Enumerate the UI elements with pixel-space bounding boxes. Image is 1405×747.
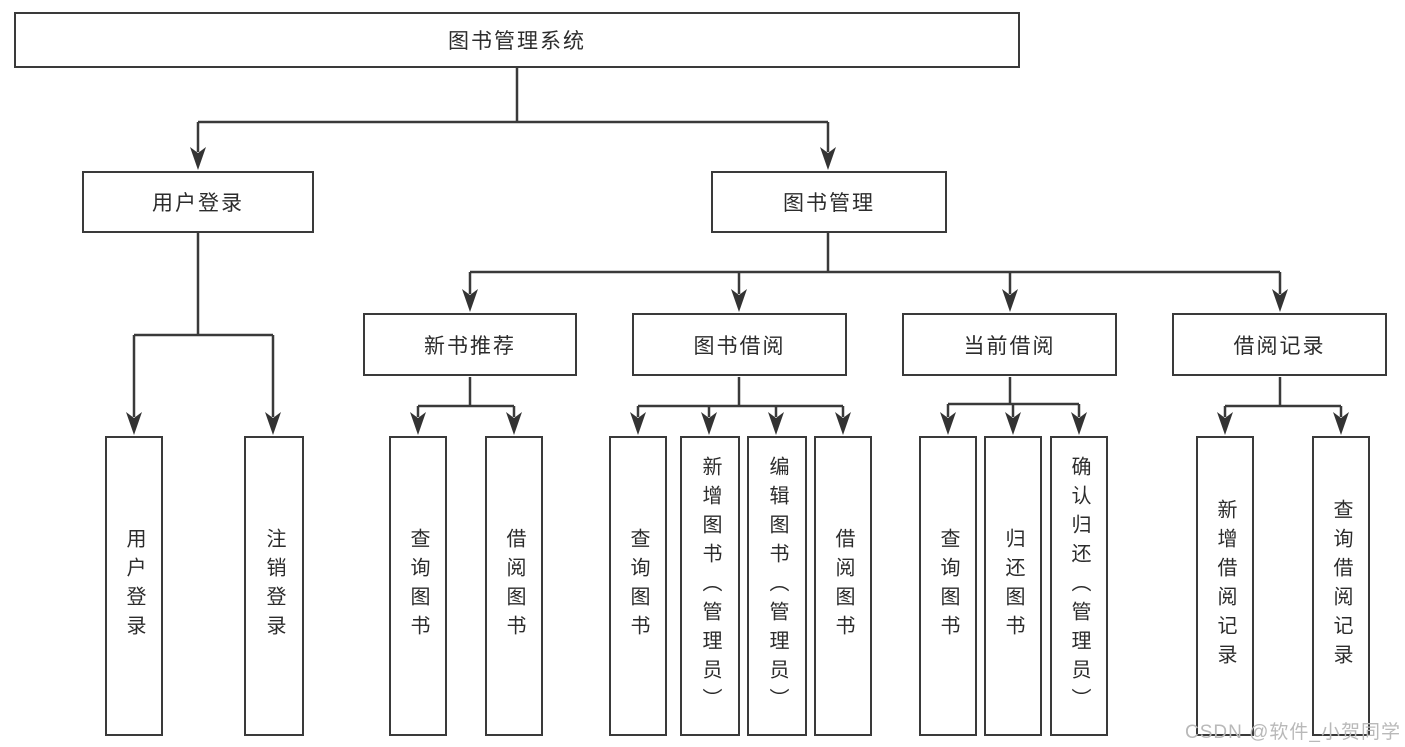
node-current-borrowing: 当前借阅 [902,313,1117,376]
leaf-newbook-query-books: 查询图书 [389,436,447,736]
leaf-current-query-books: 查询图书 [919,436,977,736]
leaf-logout: 注销登录 [244,436,304,736]
node-root: 图书管理系统 [14,12,1020,68]
leaf-label: 查询图书 [937,528,959,644]
leaf-label: 归还图书 [1002,528,1024,644]
node-book-management: 图书管理 [711,171,947,233]
leaf-borrow-add-books-admin: 新增图书（管理员） [680,436,740,736]
leaf-label: 编辑图书（管理员） [766,455,788,717]
leaf-label: 查询图书 [627,528,649,644]
arrowheads [126,147,1349,435]
leaf-label: 查询借阅记录 [1330,499,1352,673]
node-book-management-label: 图书管理 [783,192,875,215]
leaf-records-add-record: 新增借阅记录 [1196,436,1254,736]
node-borrowing-records-label: 借阅记录 [1233,334,1326,358]
leaf-borrow-borrow-books: 借阅图书 [814,436,872,736]
node-borrowing-records: 借阅记录 [1172,313,1387,376]
node-current-borrowing-label: 当前借阅 [963,334,1056,358]
node-user-login-label: 用户登录 [152,192,244,215]
node-book-borrowing: 图书借阅 [632,313,847,376]
leaf-label: 借阅图书 [832,528,854,644]
leaf-borrow-query-books: 查询图书 [609,436,667,736]
leaf-user-login: 用户登录 [105,436,163,736]
leaf-newbook-borrow-books: 借阅图书 [485,436,543,736]
leaf-borrow-edit-books-admin: 编辑图书（管理员） [747,436,807,736]
leaf-label: 借阅图书 [503,528,525,644]
leaf-label: 查询图书 [407,528,429,644]
csdn-watermark: CSDN @软件_小贺同学 [1185,722,1401,743]
node-user-login: 用户登录 [82,171,314,233]
leaf-label: 新增图书（管理员） [699,455,721,717]
leaf-label: 新增借阅记录 [1214,499,1236,673]
node-book-borrowing-label: 图书借阅 [693,334,786,358]
node-new-book-recommend-label: 新书推荐 [424,334,516,358]
node-new-book-recommend: 新书推荐 [363,313,577,376]
leaf-label: 确认归还（管理员） [1068,455,1090,717]
node-root-label: 图书管理系统 [448,30,586,53]
leaf-label: 注销登录 [263,528,285,644]
leaf-current-return-books: 归还图书 [984,436,1042,736]
leaf-current-confirm-return-admin: 确认归还（管理员） [1050,436,1108,736]
leaf-label: 用户登录 [123,528,145,644]
leaf-records-query-record: 查询借阅记录 [1312,436,1370,736]
